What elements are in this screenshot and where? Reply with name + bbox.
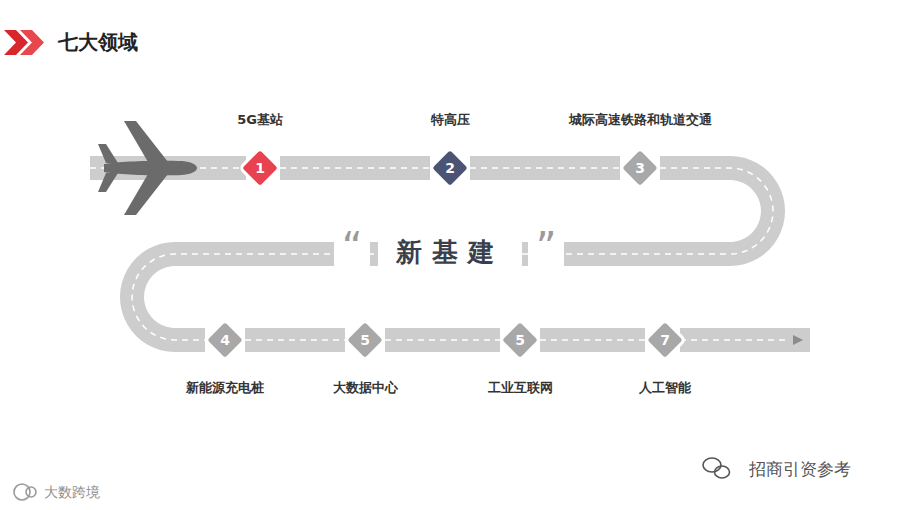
field-label: 5G基站 [237, 112, 283, 128]
quote-mark: “ [334, 225, 371, 269]
callout-number: 1 [255, 160, 265, 176]
road-connector [540, 340, 645, 341]
milestone-node: 5G基站 1 [237, 112, 283, 188]
airplane [98, 121, 197, 215]
field-label: 特高压 [431, 112, 470, 128]
number-diamond: 5 [345, 320, 385, 360]
milestone-node: 大数据中心 5 [333, 320, 398, 396]
road-connector [245, 340, 345, 341]
milestone-node: 城际高速铁路和轨道交通 3 [569, 112, 712, 188]
number-diamond: 5 [500, 320, 540, 360]
title-chevron [20, 30, 44, 55]
number-diamond: 3 [620, 148, 660, 188]
road-arrow [793, 335, 803, 345]
field-label: 城际高速铁路和轨道交通 [569, 112, 712, 128]
field-label: 人工智能 [639, 380, 691, 396]
field-label: 工业互联网 [488, 380, 553, 396]
road-connector [132, 168, 773, 340]
callout-number: 4 [220, 332, 230, 348]
road-band [245, 328, 345, 352]
center-heading: 新基建 [378, 232, 522, 272]
road-connector [470, 168, 620, 169]
road-centerline [385, 339, 500, 341]
road-centerline [280, 167, 430, 169]
callout-number: 5 [360, 332, 370, 348]
callout-number: 3 [635, 160, 645, 176]
milestone-node: 人工智能 7 [639, 320, 691, 396]
milestone-node: 新能源充电桩 4 [186, 320, 264, 396]
callout-number: 7 [660, 332, 670, 348]
field-label: 大数据中心 [333, 380, 398, 396]
number-diamond: 4 [205, 320, 245, 360]
road-connector [280, 168, 430, 169]
number-diamond: 1 [240, 148, 280, 188]
watermark: 大数跨境 [44, 483, 100, 501]
road-band [280, 156, 430, 180]
watermark: 招商引资参考 [749, 459, 851, 479]
number-diamond: 7 [645, 320, 685, 360]
road-centerline [540, 339, 645, 341]
brand-logo [14, 484, 36, 500]
road-centerline [132, 168, 773, 340]
title: 七大领域 [58, 29, 138, 56]
wechat-icon [703, 458, 730, 478]
road-connector [385, 340, 500, 341]
road-band [385, 328, 500, 352]
road-band [132, 168, 773, 340]
callout-number: 5 [515, 332, 525, 348]
road-centerline [470, 167, 620, 169]
road-band [470, 156, 620, 180]
road-band [540, 328, 645, 352]
callout-number: 2 [445, 160, 455, 176]
quote-mark: ” [528, 225, 565, 269]
road-end [680, 335, 810, 345]
field-label: 新能源充电桩 [186, 380, 264, 396]
milestone-node: 特高压 2 [430, 112, 470, 188]
road-centerline [245, 339, 345, 341]
number-diamond: 2 [430, 148, 470, 188]
milestone-node: 工业互联网 5 [488, 320, 553, 396]
